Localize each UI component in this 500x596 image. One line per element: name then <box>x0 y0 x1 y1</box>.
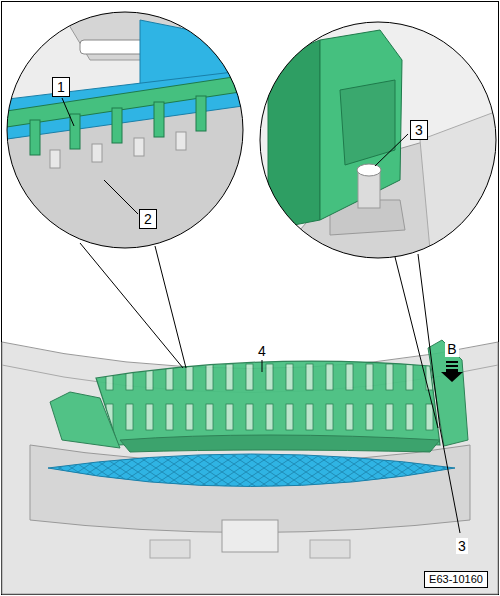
detail-leader <box>80 243 460 533</box>
detail-circle <box>260 22 496 258</box>
view-arrow <box>441 362 463 382</box>
view-letter: B <box>445 341 458 357</box>
detail-left <box>0 0 260 260</box>
detail-right <box>250 0 500 270</box>
callout-number: 3 <box>456 538 468 554</box>
callout-number: 4 <box>256 343 268 359</box>
figure-number: E63-10160 <box>424 571 488 588</box>
callout-leader <box>62 98 408 214</box>
callout-number: 1 <box>52 77 70 97</box>
bumper <box>2 342 498 594</box>
grille-bracket <box>50 340 468 452</box>
callout-number: 3 <box>410 120 428 140</box>
callout-number: 2 <box>139 209 157 229</box>
detail-circle <box>7 12 243 248</box>
radiator-grille-mesh <box>48 454 455 487</box>
